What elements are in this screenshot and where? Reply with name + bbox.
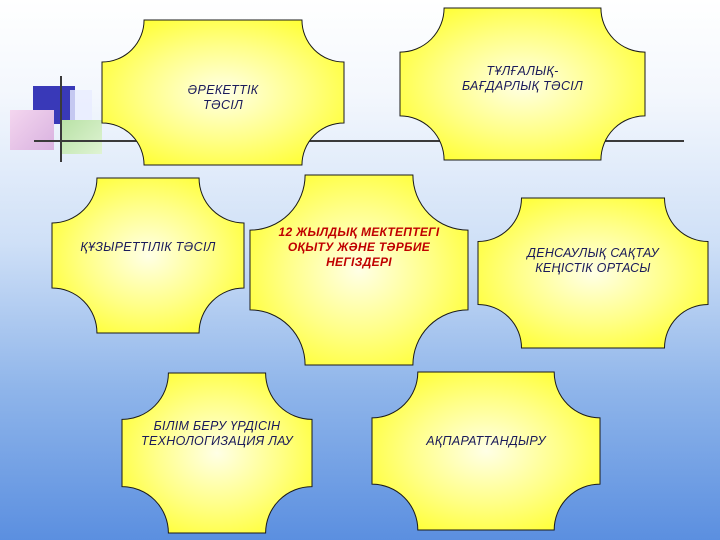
cross-panel bbox=[52, 178, 244, 333]
center-node: 12 ЖЫЛДЫҚ МЕКТЕПТЕГІ ОҚЫТУ ЖӘНЕ ТӘРБИЕ Н… bbox=[250, 175, 468, 365]
cross-shape bbox=[52, 178, 244, 333]
node-tulga-tasil: ТҰЛҒАЛЫҚ-БАҒДАРЛЫҚ ТӘСІЛ bbox=[400, 8, 645, 160]
decor-light-square bbox=[70, 90, 92, 120]
node-densaulyq: ДЕНСАУЛЫҚ САҚТАУ КЕҢІСТІК ОРТАСЫ bbox=[478, 198, 708, 348]
node-densaulyq-label: ДЕНСАУЛЫҚ САҚТАУ КЕҢІСТІК ОРТАСЫ bbox=[478, 246, 708, 276]
cross-shape bbox=[122, 373, 312, 533]
cross-shape bbox=[250, 175, 468, 365]
node-areket-tasil: ӘРЕКЕТТІК ТӘСІЛ bbox=[102, 20, 344, 165]
node-quzyret-label: ҚҰЗЫРЕТТІЛІК ТӘСІЛ bbox=[52, 240, 244, 255]
node-bilim-label: БІЛІМ БЕРУ ҮРДІСІН ТЕХНОЛОГИЗАЦИЯ ЛАУ bbox=[122, 419, 312, 449]
decor-pink-square bbox=[10, 110, 54, 150]
decor-green-square bbox=[62, 120, 102, 154]
center-label: 12 ЖЫЛДЫҚ МЕКТЕПТЕГІ ОҚЫТУ ЖӘНЕ ТӘРБИЕ Н… bbox=[250, 225, 468, 270]
node-areket-label: ӘРЕКЕТТІК ТӘСІЛ bbox=[102, 83, 344, 113]
cross-panel bbox=[122, 373, 312, 533]
cross-panel bbox=[372, 372, 600, 530]
cross-shape bbox=[372, 372, 600, 530]
node-quzyret-tasil: ҚҰЗЫРЕТТІЛІК ТӘСІЛ bbox=[52, 178, 244, 333]
node-aqparat-label: АҚПАРАТТАНДЫРУ bbox=[372, 434, 600, 449]
node-aqparattandyru: АҚПАРАТТАНДЫРУ bbox=[372, 372, 600, 530]
node-tulga-label: ТҰЛҒАЛЫҚ-БАҒДАРЛЫҚ ТӘСІЛ bbox=[400, 64, 645, 94]
cross-panel bbox=[250, 175, 468, 365]
node-bilim-technology: БІЛІМ БЕРУ ҮРДІСІН ТЕХНОЛОГИЗАЦИЯ ЛАУ bbox=[122, 373, 312, 533]
decor-vertical-line bbox=[60, 76, 62, 162]
